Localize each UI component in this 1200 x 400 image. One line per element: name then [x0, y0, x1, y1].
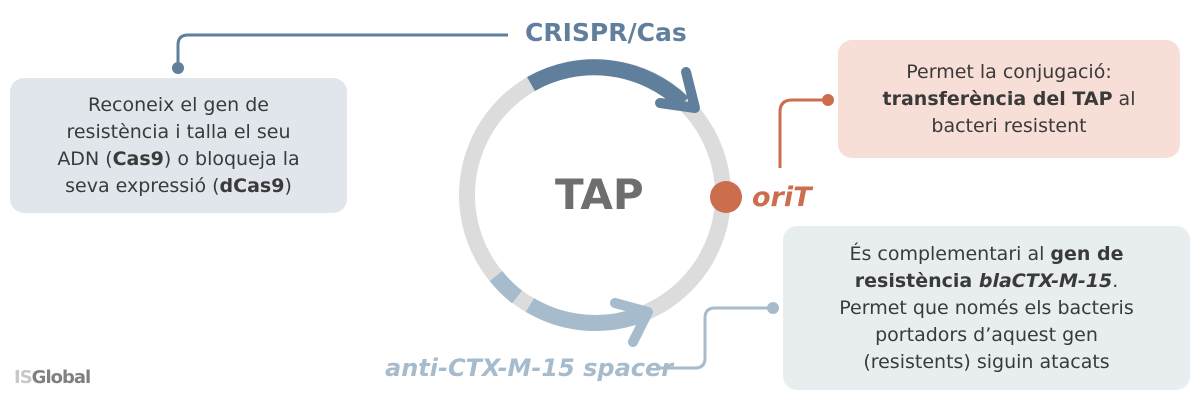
crispr-label: CRISPR/Cas [525, 18, 687, 47]
spacer-label: anti-CTX-M-15 spacer [385, 354, 674, 382]
orit-label: oriT [752, 182, 812, 213]
spacer-arrowhead [610, 298, 653, 347]
crispr-arc [527, 59, 689, 109]
orit-info-box: Permet la conjugació: transferència del … [838, 40, 1180, 158]
crispr-arrowhead [655, 67, 700, 113]
spacer-block [489, 270, 523, 304]
tap-title: TAP [555, 170, 644, 219]
orit-dot [710, 181, 742, 213]
isglobal-logo: ISGlobal [14, 367, 91, 388]
spacer-arc [525, 298, 643, 331]
crispr-info-box: Reconeix el gen de resistència i talla e… [10, 78, 347, 213]
orit-connector [778, 98, 828, 168]
spacer-connector [660, 306, 773, 370]
crispr-connector [176, 33, 508, 68]
spacer-info-box: És complementari al gen de resistència b… [783, 226, 1190, 390]
